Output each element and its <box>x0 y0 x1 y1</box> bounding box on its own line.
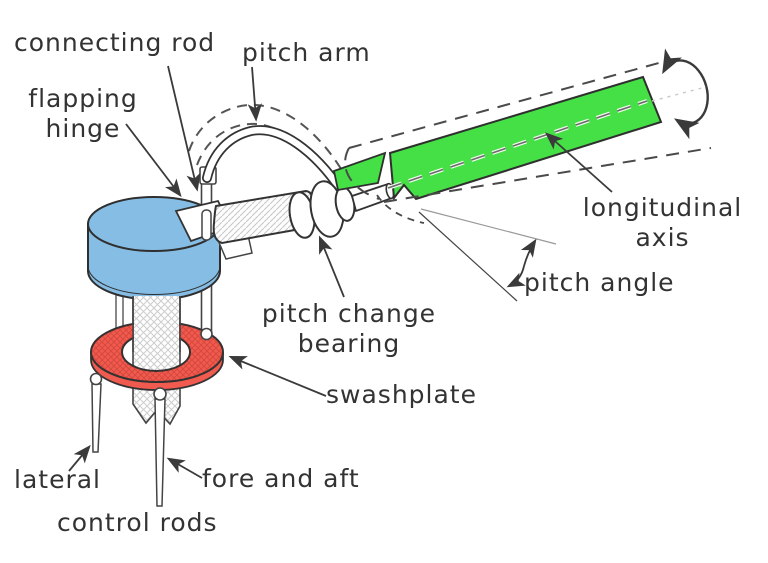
lateral-label: lateral <box>14 465 101 494</box>
flapping-hinge-label: flapping hinge <box>28 84 138 143</box>
connecting-rod-ball <box>200 327 213 341</box>
pitch-angle-arc <box>506 238 537 288</box>
blade-root-wedge <box>332 151 387 192</box>
blade-centerline <box>387 87 703 190</box>
reference-outline <box>344 60 712 224</box>
control-rod-lateral <box>89 372 103 453</box>
flapping-hinge-pin <box>201 209 212 241</box>
control-rod-fore-aft <box>153 387 167 507</box>
pitch-arm-arrow <box>247 66 263 122</box>
label-arrows <box>68 65 613 479</box>
pitch-change-bearing-label: pitch change bearing <box>261 299 437 358</box>
rotor-hub <box>87 196 233 301</box>
fore-and-aft-arrow <box>166 457 203 479</box>
rotor-mast-front <box>132 296 181 352</box>
blade-shaft <box>350 182 395 213</box>
rotor-blade <box>388 75 663 201</box>
control-rods-label: control rods <box>57 508 218 537</box>
longitudinal-axis-label: longitudinal axis <box>582 193 743 252</box>
pitch-arm-label: pitch arm <box>242 38 371 67</box>
swashplate-arrow <box>228 355 327 397</box>
longitudinal-axis-arrow <box>544 132 613 193</box>
swashplate <box>90 321 225 391</box>
swashplate-label: swashplate <box>326 380 477 409</box>
lateral-arrow <box>68 444 91 472</box>
rotation-arrow-icon <box>662 48 709 140</box>
connecting-rod-arrow <box>167 65 201 192</box>
fore-and-aft-label: fore and aft <box>202 464 360 493</box>
blade-spindle <box>212 189 314 260</box>
pitch-angle-label: pitch angle <box>524 268 675 297</box>
pitch-change-bearing <box>288 180 356 239</box>
connecting-rod-label: connecting rod <box>14 28 216 57</box>
flapping-hinge-arrow <box>125 123 182 198</box>
pitch-change-bearing-arrow <box>318 235 345 298</box>
pitch-angle-lines <box>418 208 557 302</box>
